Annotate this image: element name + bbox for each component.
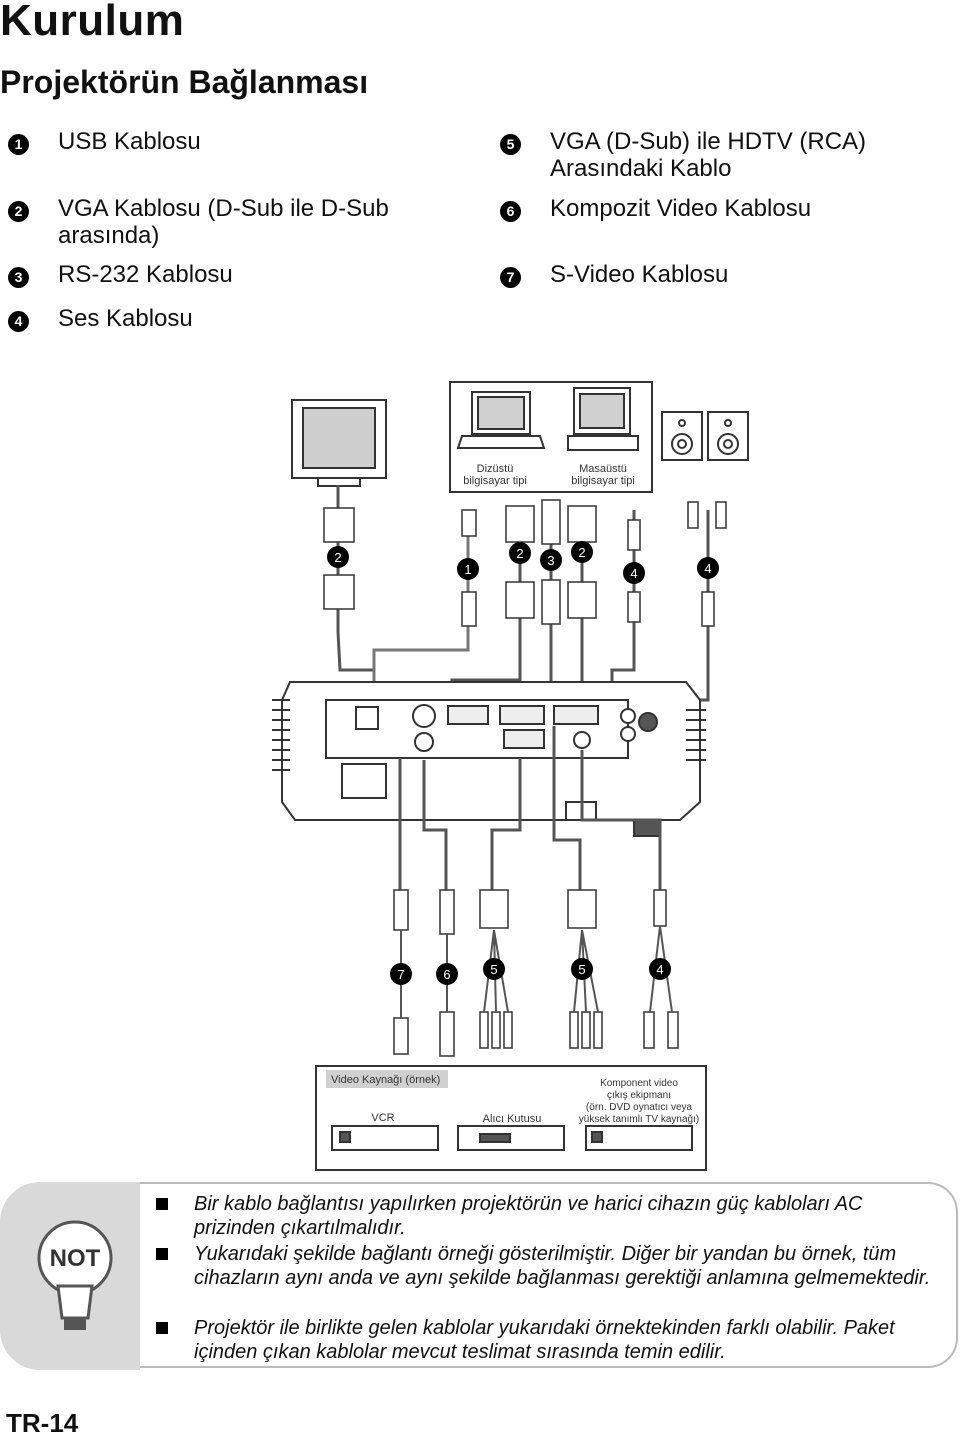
video-source-label: Video Kaynağı (örnek) — [331, 1074, 440, 1086]
legend-item-svideo: S-Video Kablosu — [550, 261, 729, 288]
dvd-player-icon — [585, 1125, 693, 1151]
top-badge-5: 4 — [630, 566, 637, 581]
legend-item-vga: VGA Kablosu (D-Sub ile D-Sub arasında) — [58, 195, 389, 249]
legend-badge-3: 3 — [8, 267, 29, 288]
component-label-1: Komponent video — [600, 1078, 678, 1089]
top-badge-2: 2 — [516, 546, 523, 561]
bottom-cables — [398, 726, 662, 890]
note-box: NOT Bir kablo bağlantısı yapılırken proj… — [0, 1182, 958, 1372]
note-border — [140, 1182, 958, 1368]
top-badge-0: 2 — [334, 550, 341, 565]
component-label-2: çıkış ekipmanı — [607, 1090, 671, 1101]
note-item-3: Projektör ile birlikte gelen kablolar yu… — [194, 1317, 895, 1363]
top-connectors — [323, 499, 727, 627]
note-item-2: Yukarıdaki şekilde bağlantı örneği göste… — [194, 1243, 931, 1289]
laptop-label-1: Dizüstü — [477, 463, 514, 475]
legend-item-rs232: RS-232 Kablosu — [58, 261, 233, 288]
page-number: TR-14 — [6, 1408, 79, 1438]
legend-badge-7: 7 — [500, 267, 521, 288]
laptop-label-2: bilgisayar tipi — [463, 475, 527, 487]
connection-diagram: Dizüstü bilgisayar tipi Masaüstü bilgisa… — [272, 381, 749, 1171]
vcr-label: VCR — [371, 1112, 394, 1124]
top-badge-6: 4 — [704, 561, 711, 576]
legend-item-vga-hdtv: VGA (D-Sub) ile HDTV (RCA) Arasındaki Ka… — [550, 128, 867, 182]
legend-badge-2: 2 — [8, 201, 29, 222]
legend-badge-4: 4 — [8, 311, 29, 332]
note-icon-label: NOT — [50, 1245, 101, 1272]
speakers-icon — [661, 411, 749, 461]
receiver-label: Alıcı Kutusu — [483, 1113, 542, 1125]
top-badge-1: 1 — [464, 562, 471, 577]
video-source-tab — [326, 1070, 448, 1088]
bottom-badge-3: 5 — [578, 962, 585, 977]
projector-icon — [272, 681, 706, 837]
monitor-icon — [291, 399, 387, 487]
bottom-badge-2: 5 — [490, 962, 497, 977]
legend-badge-6: 6 — [500, 201, 521, 222]
desktop-label-1: Masaüstü — [579, 463, 627, 475]
page-subtitle: Projektörün Bağlanması — [0, 64, 369, 100]
section-title: Kurulum — [0, 0, 185, 45]
bottom-badge-4: 4 — [656, 962, 663, 977]
legend-item-usb: USB Kablosu — [58, 128, 201, 155]
top-badge-4: 2 — [578, 545, 585, 560]
desktop-label-2: bilgisayar tipi — [571, 475, 635, 487]
legend-badge-1: 1 — [8, 134, 29, 155]
note-item-1: Bir kablo bağlantısı yapılırken projektö… — [194, 1193, 863, 1239]
laptop-icon — [456, 391, 546, 449]
component-label-4: yüksek tanımlı TV kaynağı) — [579, 1114, 699, 1125]
top-badge-3: 3 — [547, 553, 554, 568]
legend-item-audio: Ses Kablosu — [58, 305, 193, 332]
receiver-icon — [457, 1125, 565, 1151]
lightbulb-icon: NOT — [37, 1220, 113, 1330]
bottom-cable-badges: 7 6 5 5 4 — [390, 958, 671, 985]
legend-item-composite: Kompozit Video Kablosu — [550, 195, 812, 222]
bullet-icon — [156, 1198, 168, 1210]
component-label-3: (örn. DVD oynatıcı veya — [586, 1102, 693, 1113]
bottom-connectors — [393, 889, 679, 1057]
bullet-icon — [156, 1322, 168, 1334]
bottom-badge-0: 7 — [397, 967, 404, 982]
vcr-icon — [331, 1125, 439, 1151]
legend-badge-5: 5 — [500, 134, 521, 155]
bullet-icon — [156, 1248, 168, 1260]
top-cable-badges: 2 1 2 3 2 4 4 — [327, 541, 719, 584]
desktop-computer-icon — [567, 387, 639, 451]
bottom-badge-1: 6 — [443, 967, 450, 982]
